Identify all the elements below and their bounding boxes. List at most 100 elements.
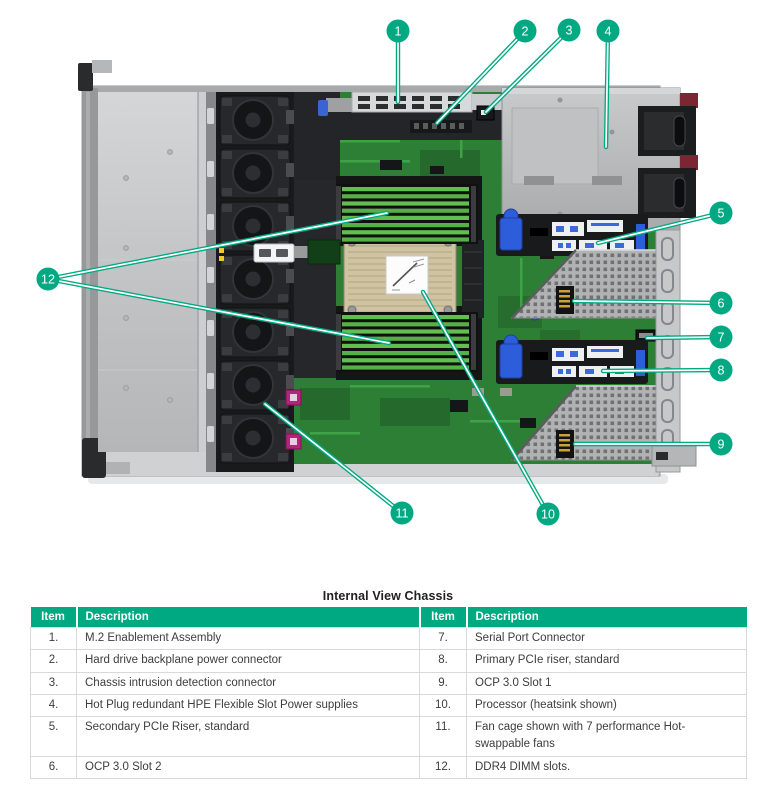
callout-circle xyxy=(386,19,410,43)
description-cell: Serial Port Connector xyxy=(466,626,747,651)
callout-8: 8 xyxy=(600,358,733,382)
table-row: 4.Hot Plug redundant HPE Flexible Slot P… xyxy=(30,693,747,718)
yellow-markers xyxy=(219,248,224,261)
chassis-ear-top xyxy=(78,63,93,91)
item-number-cell: 12. xyxy=(419,755,467,779)
callout-3: 3 xyxy=(483,18,581,115)
front-blank-panel xyxy=(98,92,198,452)
item-number-cell: 9. xyxy=(419,671,467,695)
description-cell: Secondary PCIe Riser, standard xyxy=(76,716,420,757)
description-cell: Hot Plug redundant HPE Flexible Slot Pow… xyxy=(76,693,420,718)
callout-circle xyxy=(709,291,733,315)
fan-module xyxy=(207,413,294,464)
callout-circle xyxy=(709,432,733,456)
item-number-cell: 7. xyxy=(419,626,467,651)
fan-module xyxy=(207,254,294,305)
callout-line-core xyxy=(573,300,722,304)
column-header: Item xyxy=(418,607,467,628)
table-title: Internal View Chassis xyxy=(322,589,454,603)
callout-circle xyxy=(36,267,60,291)
item-number-cell: 6. xyxy=(30,755,77,779)
psu-handle-2 xyxy=(638,155,698,218)
description-cell: Hard drive backplane power connector xyxy=(76,649,420,673)
callout-number: 10 xyxy=(541,507,555,521)
callout-line-core xyxy=(597,212,722,244)
callout-circle xyxy=(513,19,537,43)
secondary-pcie-riser xyxy=(496,208,648,256)
psu-handle-1 xyxy=(638,93,698,156)
primary-pcie-riser xyxy=(496,334,648,384)
backplane-power-connector xyxy=(410,120,472,133)
column-header: Item xyxy=(30,607,77,628)
processor-heatsink xyxy=(343,233,457,319)
callout-circle xyxy=(557,18,581,42)
description-cell: Primary PCIe riser, standard xyxy=(466,649,747,673)
callout-number: 8 xyxy=(718,363,725,377)
fan-module xyxy=(207,360,294,411)
fan-module xyxy=(207,148,294,199)
callout-number: 7 xyxy=(718,330,725,344)
callout-line-core xyxy=(602,369,722,372)
item-number-cell: 5. xyxy=(30,716,77,757)
callout-circle xyxy=(536,502,560,526)
description-cell: OCP 3.0 Slot 2 xyxy=(76,755,420,779)
description-cell: M.2 Enablement Assembly xyxy=(76,626,420,651)
item-number-cell: 3. xyxy=(30,671,77,695)
description-cell: Fan cage shown with 7 performance Hot-sw… xyxy=(466,716,747,757)
callout-12: 12 xyxy=(36,210,392,346)
callout-number: 12 xyxy=(41,272,55,286)
callout-circle xyxy=(709,325,733,349)
dimm-bank-upper xyxy=(336,184,478,244)
callout-number: 2 xyxy=(522,24,529,38)
callout-line-core xyxy=(422,291,549,515)
heatsink-label xyxy=(385,255,429,295)
item-number-cell: 10. xyxy=(419,693,467,718)
item-number-cell: 4. xyxy=(30,693,77,718)
callout-circle xyxy=(390,501,414,525)
callout-circle xyxy=(709,201,733,225)
callout-10: 10 xyxy=(420,289,560,526)
callout-line-core xyxy=(485,29,570,113)
callout-line-core xyxy=(646,336,722,339)
callout-number: 5 xyxy=(718,206,725,220)
description-cell: Processor (heatsink shown) xyxy=(466,693,747,718)
fan-module xyxy=(207,95,294,146)
description-cell: Chassis intrusion detection connector xyxy=(76,671,420,695)
callout-line-core xyxy=(47,278,390,344)
item-number-cell: 1. xyxy=(30,626,77,651)
callout-number: 3 xyxy=(566,23,573,37)
callout-1: 1 xyxy=(386,19,410,105)
callout-circle xyxy=(709,358,733,382)
callout-2: 2 xyxy=(434,19,537,126)
power-icon-label xyxy=(253,239,341,265)
callout-5: 5 xyxy=(595,201,733,246)
ocp-slot-2 xyxy=(556,286,574,314)
callout-7: 7 xyxy=(644,325,733,349)
callout-number: 9 xyxy=(718,437,725,451)
ocp-slot-1 xyxy=(556,430,574,458)
description-cell: DDR4 DIMM slots. xyxy=(466,755,747,779)
power-supply-bay xyxy=(501,87,698,231)
callout-number: 1 xyxy=(395,24,402,38)
callout-11: 11 xyxy=(262,401,414,525)
callout-line-core xyxy=(47,212,388,280)
description-cell: OCP 3.0 Slot 1 xyxy=(466,671,747,695)
callout-line-core xyxy=(436,30,526,124)
callout-line-core xyxy=(264,403,403,514)
dimm-bank-lower xyxy=(336,312,478,372)
rear-wall xyxy=(651,229,697,473)
callout-line-core xyxy=(605,30,609,148)
callout-4: 4 xyxy=(596,19,620,150)
drive-power-connectors xyxy=(285,389,302,450)
